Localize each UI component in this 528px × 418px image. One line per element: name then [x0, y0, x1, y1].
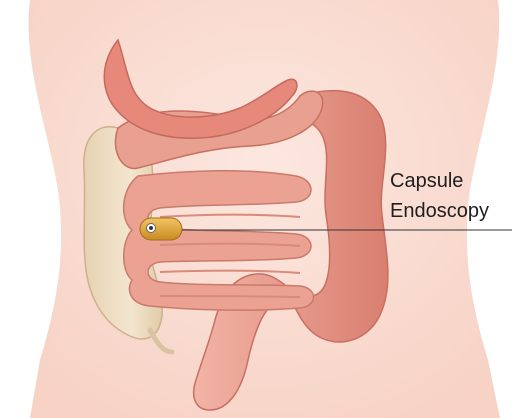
callout-line-2: Endoscopy: [390, 200, 489, 222]
capsule-endoscope: [140, 218, 182, 240]
intestine-fold-4: [160, 296, 300, 297]
callout-line-1: Capsule: [390, 170, 463, 192]
